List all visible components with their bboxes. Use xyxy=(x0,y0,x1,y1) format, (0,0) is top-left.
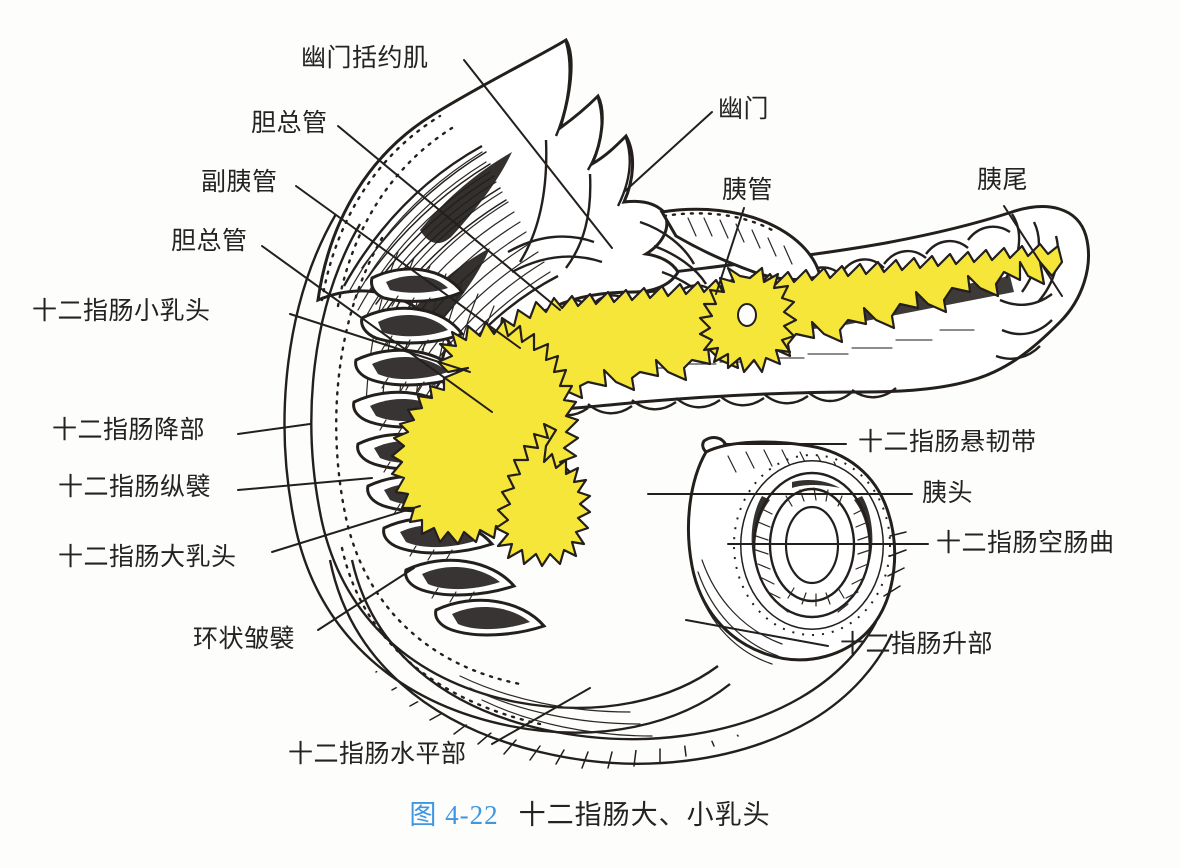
label-pancreatic-duct: 胰管 xyxy=(722,177,774,204)
label-common-bile-duct-top: 胆总管 xyxy=(251,110,328,137)
figure-number: 图 4-22 xyxy=(409,800,499,830)
label-duodenojejunal-flexure: 十二指肠空肠曲 xyxy=(936,530,1115,557)
label-circular-folds: 环状皱襞 xyxy=(193,626,296,653)
duodenum-horizontal-part xyxy=(328,531,907,769)
leader-lines xyxy=(237,59,1063,745)
leader-minor-papilla xyxy=(289,313,471,373)
leader-common-bile-duct-top xyxy=(337,125,561,311)
label-pancreatic-head: 胰头 xyxy=(922,480,974,507)
label-suspensory-ligament: 十二指肠悬韧带 xyxy=(858,429,1037,456)
label-common-bile-duct-second: 胆总管 xyxy=(171,228,248,255)
label-accessory-pancreatic-duct: 副胰管 xyxy=(201,169,278,196)
leader-circular-folds xyxy=(317,567,415,631)
leader-pancreatic-tail xyxy=(1003,205,1063,297)
leader-descending-part xyxy=(237,423,311,435)
duodenojejunal-region xyxy=(686,436,897,665)
label-descending-part: 十二指肠降部 xyxy=(52,417,206,444)
label-ascending-part: 十二指肠升部 xyxy=(840,631,994,658)
leader-pyloric-sphincter xyxy=(463,59,613,249)
figure-caption: 图 4-22 十二指肠大、小乳头 xyxy=(0,793,1180,832)
leader-accessory-pancreatic-duct xyxy=(295,185,521,349)
label-horizontal-part: 十二指肠水平部 xyxy=(288,741,467,768)
label-pylorus: 幽门 xyxy=(718,96,770,123)
leader-major-papilla xyxy=(271,505,421,553)
leader-ascending-part xyxy=(685,619,829,647)
figure-title: 十二指肠大、小乳头 xyxy=(518,800,771,830)
pancreatic-duct-system xyxy=(390,242,1064,568)
leader-longitudinal-fold xyxy=(237,477,373,491)
leader-pancreatic-duct xyxy=(715,207,745,295)
label-major-duodenal-papilla: 十二指肠大乳头 xyxy=(58,544,237,571)
label-pancreatic-tail: 胰尾 xyxy=(977,167,1029,194)
label-longitudinal-fold: 十二指肠纵襞 xyxy=(58,474,212,501)
label-pyloric-sphincter: 幽门括约肌 xyxy=(301,45,429,72)
leader-horizontal-part xyxy=(491,687,591,745)
leader-pylorus xyxy=(623,111,713,193)
label-minor-duodenal-papilla: 十二指肠小乳头 xyxy=(32,298,211,325)
leader-common-bile-duct-second xyxy=(261,245,493,413)
